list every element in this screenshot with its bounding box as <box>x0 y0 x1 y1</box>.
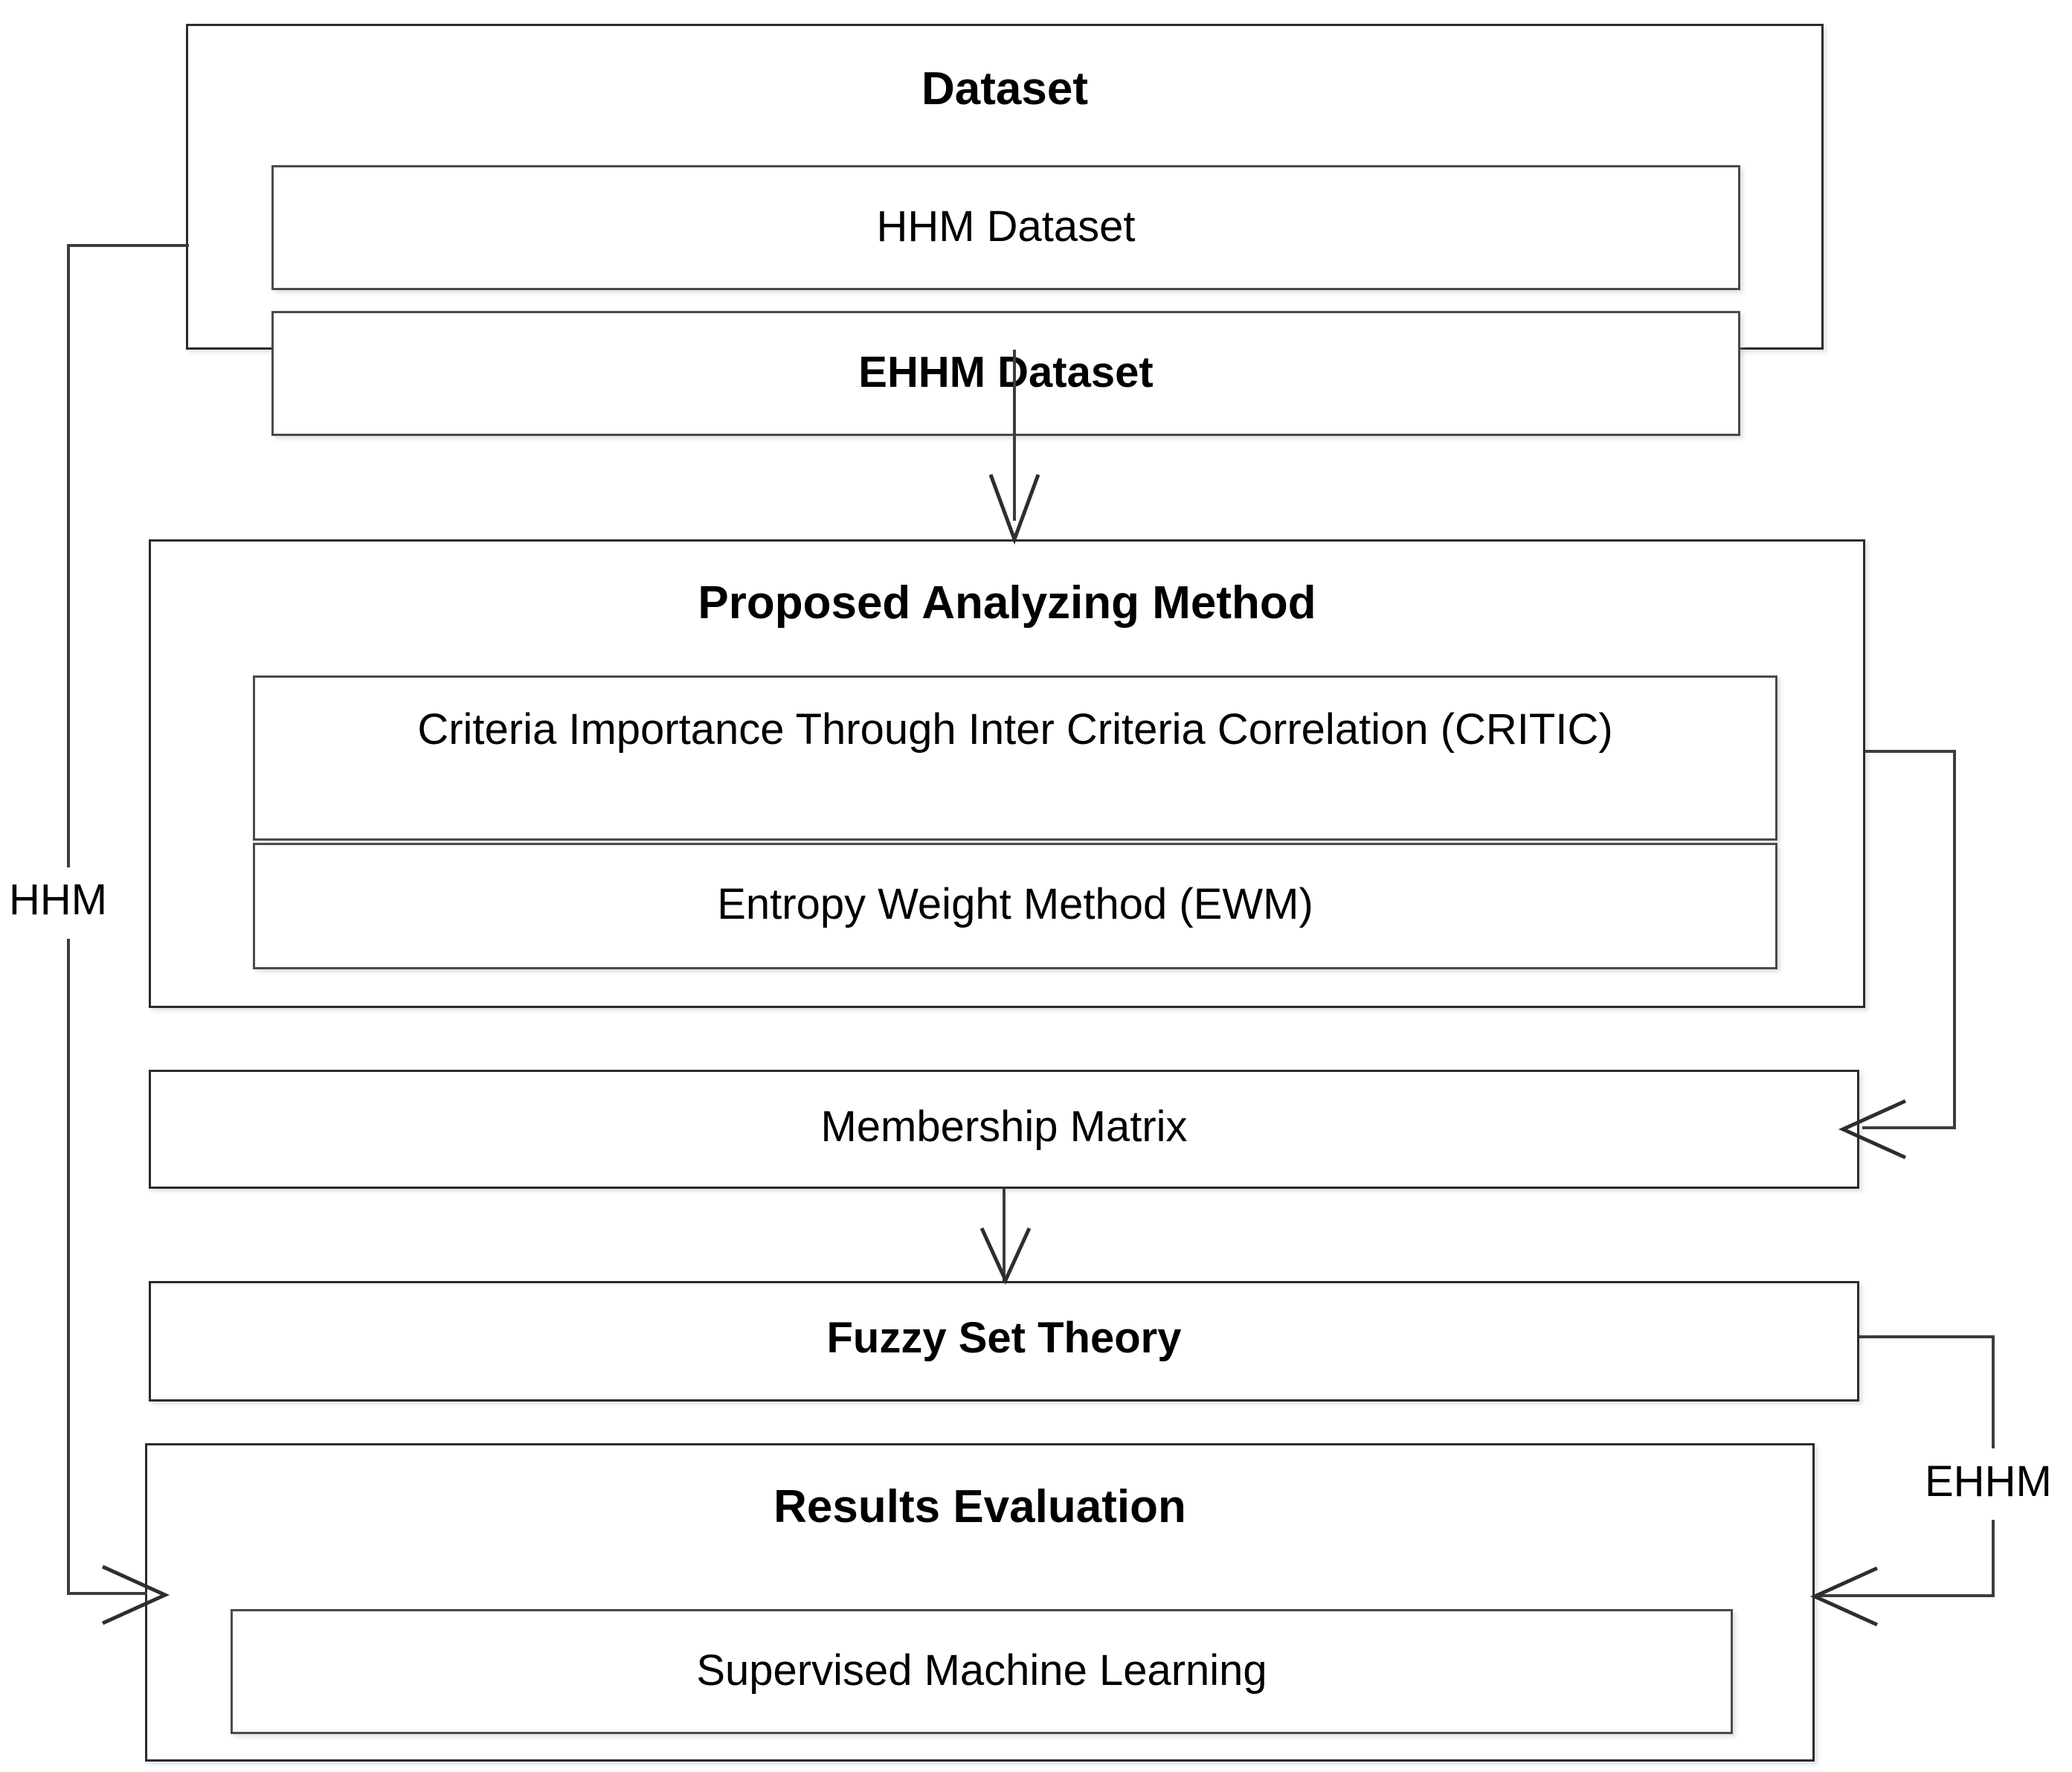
edge-label-ehhm: EHHM <box>1925 1457 2052 1506</box>
connector-membership-to-fuzzy <box>1003 1189 1006 1281</box>
connector-hhm-to-results <box>67 1592 147 1595</box>
arrowhead-membership-to-fuzzy <box>979 1227 1032 1285</box>
node-fuzzy-set-theory-label: Fuzzy Set Theory <box>826 1314 1182 1362</box>
node-fuzzy-set-theory[interactable]: Fuzzy Set Theory <box>149 1281 1859 1402</box>
connector-dataset-left-top <box>67 244 189 247</box>
node-hhm-dataset[interactable]: HHM Dataset <box>271 165 1740 290</box>
connector-ehhm-vertical-upper <box>1992 1335 1995 1448</box>
node-proposed-analyzing-method-title: Proposed Analyzing Method <box>698 577 1316 629</box>
node-results-evaluation-title: Results Evaluation <box>773 1481 1186 1532</box>
node-membership-matrix[interactable]: Membership Matrix <box>149 1070 1859 1189</box>
node-ehhm-dataset[interactable]: EHHM Dataset <box>271 311 1740 436</box>
connector-hhm-vertical-upper <box>67 244 70 867</box>
connector-dataset-to-method <box>1013 350 1016 521</box>
node-critic[interactable]: Criteria Importance Through Inter Criter… <box>253 675 1777 841</box>
connector-ehhm-to-results <box>1815 1594 1995 1597</box>
node-hhm-dataset-label: HHM Dataset <box>876 202 1136 251</box>
connector-method-right-vertical <box>1953 750 1956 1129</box>
connector-method-right-top <box>1865 750 1956 753</box>
connector-hhm-vertical-lower <box>67 939 70 1595</box>
node-ewm[interactable]: Entropy Weight Method (EWM) <box>253 843 1777 969</box>
connector-method-right-bottom <box>1862 1126 1956 1129</box>
connector-ehhm-vertical-lower <box>1992 1520 1995 1596</box>
connector-fuzzy-right-top <box>1859 1335 1995 1338</box>
node-membership-matrix-label: Membership Matrix <box>820 1102 1188 1151</box>
node-dataset-title: Dataset <box>921 63 1088 115</box>
node-ehhm-dataset-label: EHHM Dataset <box>858 348 1154 397</box>
node-supervised-machine-learning-label: Supervised Machine Learning <box>696 1646 1267 1695</box>
node-critic-label: Criteria Importance Through Inter Criter… <box>417 705 1613 754</box>
node-supervised-machine-learning[interactable]: Supervised Machine Learning <box>231 1609 1733 1734</box>
edge-label-hhm: HHM <box>9 876 108 924</box>
node-ewm-label: Entropy Weight Method (EWM) <box>717 880 1313 928</box>
